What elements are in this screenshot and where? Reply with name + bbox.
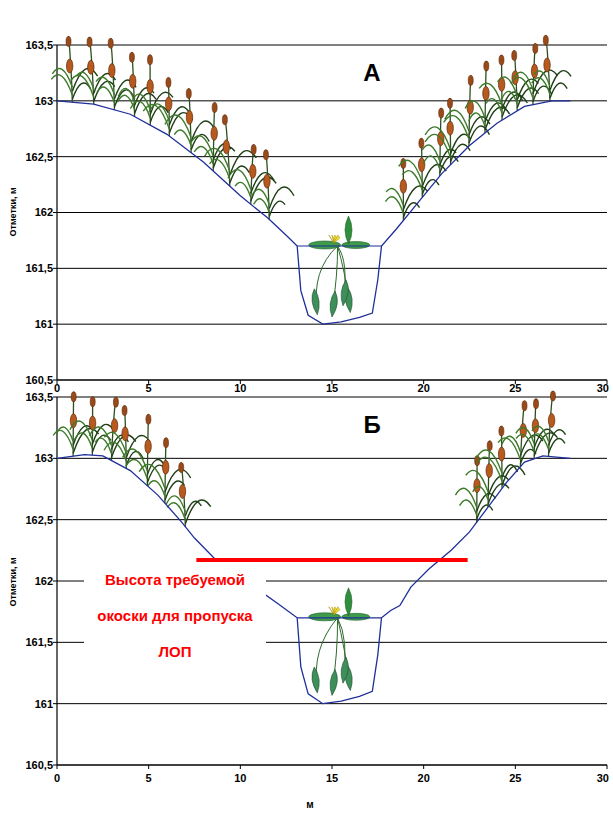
gridline (57, 268, 607, 269)
y-tick-label: 160,5 (25, 759, 53, 771)
x-tick-label: 25 (509, 772, 521, 784)
x-tick-label: 20 (418, 382, 430, 394)
y-axis (56, 397, 57, 765)
x-tick-label: 30 (597, 772, 609, 784)
panel-letter: Б (359, 412, 384, 438)
x-tick-label: 30 (597, 382, 609, 394)
reeds (51, 35, 571, 220)
x-tick-label: 15 (326, 772, 338, 784)
y-tick-label: 163,5 (25, 391, 53, 403)
ground-profile (57, 101, 570, 324)
tick (515, 765, 516, 769)
y-tick-label: 163,5 (25, 39, 53, 51)
tick (57, 765, 58, 769)
gridline (57, 519, 607, 520)
water-level (297, 617, 381, 618)
tick (423, 765, 424, 769)
water-level (297, 245, 381, 246)
y-axis (56, 45, 57, 380)
tick (240, 765, 241, 769)
x-tick-label: 5 (146, 382, 152, 394)
gridline (57, 703, 607, 704)
water-plants (309, 216, 370, 317)
x-tick-label: 0 (54, 382, 60, 394)
y-tick-label: 162,5 (25, 514, 53, 526)
gridline (57, 324, 607, 325)
gridline (57, 212, 607, 213)
y-tick-label: 161,5 (25, 262, 53, 274)
panel-letter: А (359, 60, 384, 86)
x-tick-label: 25 (509, 382, 521, 394)
y-tick-label: 163 (35, 95, 53, 107)
axis-title: м (306, 799, 313, 810)
y-tick-label: 161 (35, 698, 53, 710)
ground-profile (57, 455, 570, 704)
annotation-text: Высота требуемой окоски для пропуска ЛОП (84, 562, 266, 670)
y-tick-label: 163 (35, 452, 53, 464)
y-tick-label: 161,5 (25, 636, 53, 648)
gridline (57, 397, 607, 398)
x-tick-label: 20 (418, 772, 430, 784)
x-tick-label: 0 (54, 772, 60, 784)
axis-title: Отметки, м (9, 187, 19, 236)
panel (51, 35, 607, 384)
water-plants (309, 588, 370, 696)
tick (332, 765, 333, 769)
x-tick-label: 10 (234, 382, 246, 394)
gridline (57, 45, 607, 46)
gridline (57, 156, 607, 157)
x-tick-label: 15 (326, 382, 338, 394)
x-tick-label: 5 (146, 772, 152, 784)
y-tick-label: 160,5 (25, 374, 53, 386)
tick (148, 765, 149, 769)
tick (607, 765, 608, 769)
y-tick-label: 162 (35, 206, 53, 218)
gridline (57, 458, 607, 459)
y-tick-label: 162,5 (25, 151, 53, 163)
axis-title: Отметки, м (9, 557, 19, 606)
x-tick-label: 10 (234, 772, 246, 784)
panel (53, 391, 607, 769)
y-tick-label: 161 (35, 318, 53, 330)
y-tick-label: 162 (35, 575, 53, 587)
